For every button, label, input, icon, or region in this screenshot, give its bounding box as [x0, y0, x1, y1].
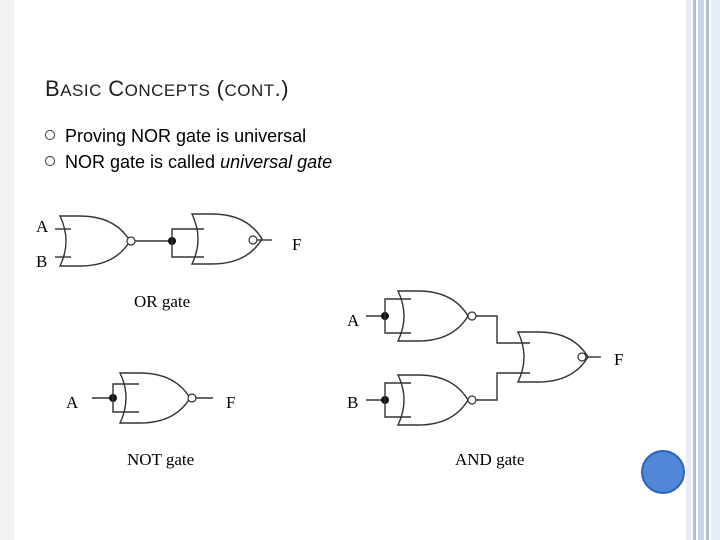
output-label-f: F	[614, 350, 623, 369]
wire	[384, 382, 411, 418]
inverter-bubble	[577, 352, 587, 362]
bullet-item: Proving NOR gate is universal	[45, 123, 332, 149]
bullet-text-italic: universal gate	[220, 152, 333, 172]
title-part: ASIC	[60, 81, 102, 100]
stripe	[706, 0, 709, 540]
bullet-text: NOR gate is called	[65, 152, 221, 172]
title-part: .)	[274, 76, 290, 101]
output-label-f: F	[226, 393, 235, 412]
nor-gate-symbol	[119, 372, 191, 424]
slide-title: BASIC CONCEPTS (CONT.)	[45, 76, 289, 102]
inverter-bubble	[467, 395, 477, 405]
stripe	[686, 0, 691, 540]
input-label-b: B	[347, 393, 358, 412]
title-part: B	[45, 76, 61, 101]
wire	[476, 315, 530, 344]
input-label-a: A	[66, 393, 79, 412]
inverter-bubble	[467, 311, 477, 321]
nor-gate-symbol	[59, 215, 131, 267]
stripe	[698, 0, 704, 540]
input-label-a: A	[36, 217, 49, 236]
not-gate-diagram: A F NOT gate	[66, 372, 235, 469]
bullet-list: Proving NOR gate is universal NOR gate i…	[45, 123, 332, 175]
right-stripe-border	[686, 0, 720, 540]
wire	[384, 298, 411, 334]
title-part: ONCEPTS	[124, 81, 211, 100]
wire	[112, 383, 139, 413]
input-label-a: A	[347, 311, 360, 330]
not-gate-caption: NOT gate	[127, 450, 194, 469]
inverter-bubble	[248, 235, 258, 245]
inverter-bubble	[187, 393, 197, 403]
and-gate-caption: AND gate	[455, 450, 524, 469]
bullet-circle-icon	[45, 130, 55, 141]
bullet-text: Proving NOR gate is universal	[65, 126, 307, 146]
title-part: CONT	[224, 81, 275, 100]
inverter-bubble	[126, 236, 136, 246]
decorative-circle	[641, 450, 685, 494]
or-gate-diagram: A B F OR gate	[36, 213, 301, 311]
bullet-circle-icon	[45, 156, 55, 167]
left-border	[0, 0, 14, 540]
input-label-b: B	[36, 252, 47, 271]
and-gate-diagram: A B F AND gate	[347, 290, 623, 469]
output-label-f: F	[292, 235, 301, 254]
wire	[476, 372, 530, 401]
stripe	[711, 0, 720, 540]
bullet-item: NOR gate is called universal gate	[45, 149, 332, 175]
title-part: C	[108, 76, 125, 101]
title-part: (	[216, 76, 225, 101]
stripe	[693, 0, 696, 540]
or-gate-caption: OR gate	[134, 292, 190, 311]
wire	[171, 228, 204, 258]
